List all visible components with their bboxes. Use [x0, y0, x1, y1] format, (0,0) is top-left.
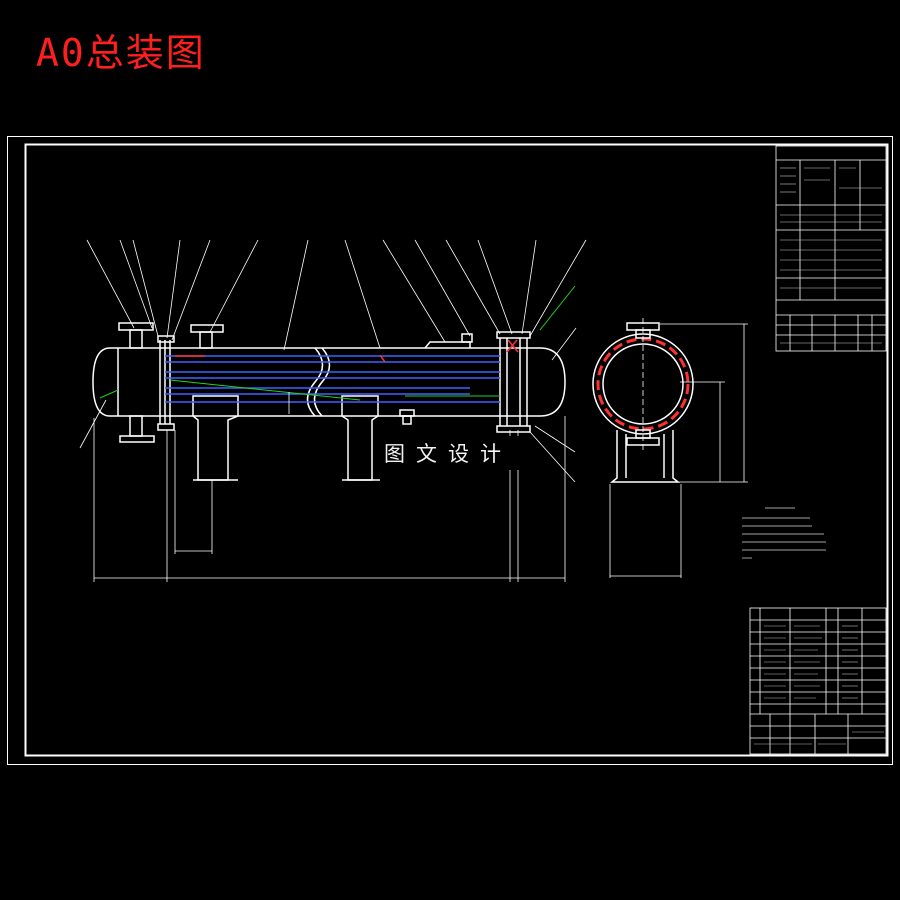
centerlines	[175, 339, 519, 363]
drawing-title: A0总装图	[36, 31, 206, 75]
inner-frame	[24, 143, 889, 757]
parts-list-table	[749, 607, 887, 755]
outer-frame	[7, 136, 893, 765]
title-block	[750, 714, 886, 754]
tube-bundle	[165, 355, 500, 403]
saddle-left	[192, 395, 239, 481]
leader-lines	[99, 285, 576, 401]
saddle-right	[341, 395, 379, 481]
technical-requirements-notes	[742, 507, 826, 559]
technical-data-table	[775, 145, 887, 352]
technical-table-marks	[780, 167, 882, 344]
side-dimensions	[609, 318, 748, 578]
side-outer-ring	[592, 333, 694, 435]
watermark-text: 图文设计	[376, 436, 520, 470]
parts-list-marks	[754, 625, 884, 745]
front-view	[92, 322, 566, 481]
part-leaders	[79, 239, 587, 483]
shell-body	[92, 347, 566, 417]
